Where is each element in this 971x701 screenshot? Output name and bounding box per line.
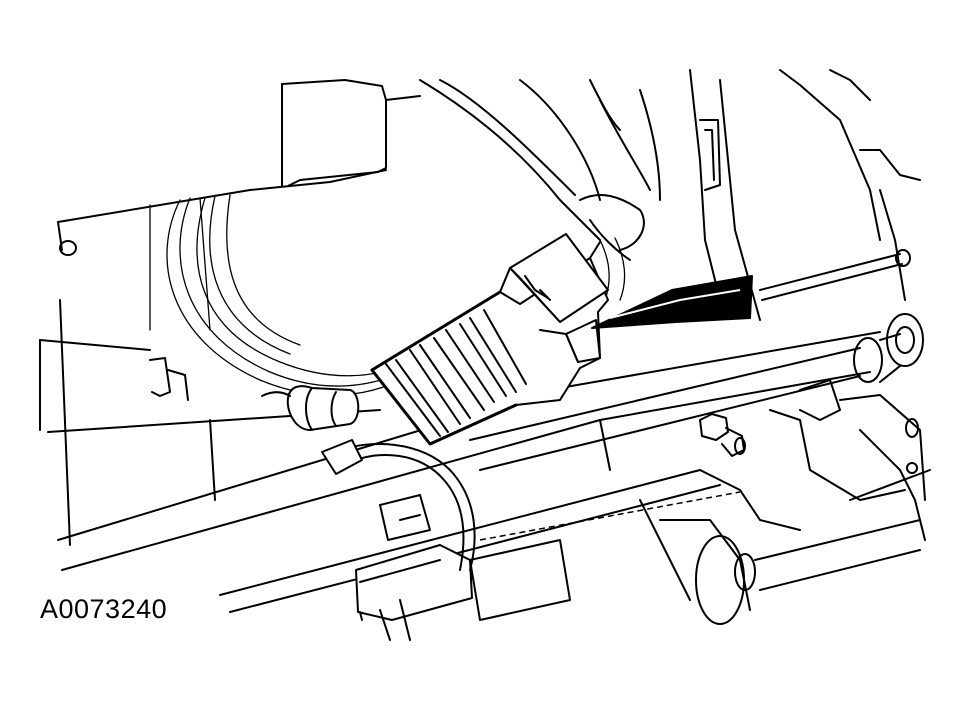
lower-assembly: [479, 469, 931, 625]
side-plate: [39, 299, 216, 546]
drive-shaft: [469, 313, 924, 471]
electrical-connector: [370, 233, 609, 446]
wire-loop: [321, 439, 476, 571]
wire-clamp: [261, 385, 360, 431]
bottom-details: [359, 499, 691, 621]
wire-harness: [166, 194, 405, 396]
engine-housing: [57, 79, 421, 331]
hex-bolt: [699, 413, 746, 457]
arrow-pointer: [591, 275, 753, 329]
figure-id-label: A0073240: [40, 594, 168, 624]
mounting-bolt: [59, 240, 77, 256]
lower-bracket: [355, 494, 473, 641]
upper-rod: [759, 249, 911, 301]
top-wires: [419, 79, 661, 301]
